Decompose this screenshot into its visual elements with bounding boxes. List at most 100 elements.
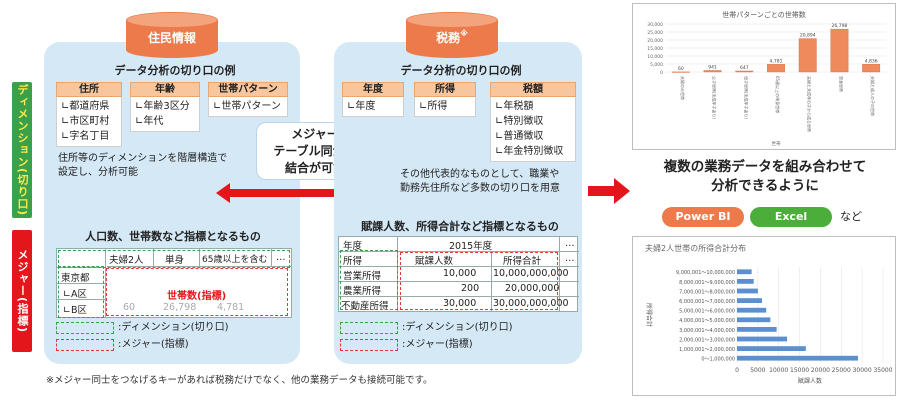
resident-measure-title: 人口数、世帯数など指標となるもの <box>85 230 261 243</box>
row-count: 10,000 <box>443 268 477 279</box>
resident-table: 夫婦2人 単身 65歳以上を含む … 東京都 ∟A区 ∟B区 世帯数(指標) 6… <box>56 248 292 318</box>
row-count: 200 <box>461 283 480 294</box>
tax-title-mark: ※ <box>460 29 468 38</box>
x-tick-label: 5000 <box>750 367 765 374</box>
resident-note: 住所等のディメンションを階層構造で 設定し、分析可能 <box>58 152 258 180</box>
bar <box>737 327 777 332</box>
dim-group-header: 住所 <box>56 82 122 97</box>
row-label: 営業所得 <box>343 271 382 282</box>
dim-item: ∟普通徴収 <box>495 131 544 142</box>
col-label: 賦課人数 <box>415 256 454 267</box>
note-line: 勤務先住所など多数の切り口を用意 <box>400 183 560 194</box>
bar <box>830 28 849 73</box>
x-axis-label: 世帯 <box>772 140 781 147</box>
y-tick-label: 2,000,001～3,000,000 <box>679 337 735 343</box>
y-tick-label: 3,000,001～4,000,000 <box>679 328 735 334</box>
b-value: 60 <box>123 302 136 313</box>
double-arrow <box>216 183 392 203</box>
tax-table: 年度 2015年度 … 所得 賦課人数 所得合計 … 営業所得 10,000 1… <box>338 236 579 312</box>
x-tick-label: 0 <box>735 367 739 374</box>
y-tick-label: 25,000 <box>647 30 663 36</box>
x-tick-label: 20000 <box>811 367 830 374</box>
y-tick-label: 9,000,001～10,000,000 <box>676 270 735 276</box>
headline-line: 複数の業務データを組み合わせて <box>663 159 867 175</box>
x-tick-label: 単身世帯 <box>838 76 844 92</box>
x-tick-label: 30000 <box>853 367 872 374</box>
headline-line: 分析できるように <box>711 178 819 194</box>
bar <box>737 298 763 303</box>
bar <box>737 269 752 275</box>
dim-item: ∟特別徴収 <box>495 116 544 127</box>
dim-group-taxamount: 税額 ∟年税額 ∟特別徴収 ∟普通徴収 ∟年金特別徴収 <box>490 82 576 162</box>
join-line: 結合が可能 <box>284 161 345 175</box>
x-tick-label: 35000 <box>873 367 892 374</box>
bar <box>737 336 788 342</box>
x-tick-label: 10000 <box>769 367 788 374</box>
footnote: ※メジャー同士をつなげるキーがあれば税務だけでなく、他の業務データも接続可能です… <box>46 375 433 386</box>
legend-mea-label: :メジャー(指標) <box>118 339 189 350</box>
row-total: 30,000,000,000 <box>493 298 569 309</box>
bar <box>737 288 758 294</box>
bar <box>862 64 881 73</box>
row-label: 不動産所得 <box>341 301 389 312</box>
tax-note: その他代表的なものとして、職業や 勤務先住所など多数の切り口を用意 <box>400 168 580 196</box>
bar <box>737 279 754 284</box>
legend-mea-swatch <box>56 339 114 351</box>
bar <box>737 346 806 351</box>
dim-item: ∟都道府県 <box>61 101 110 112</box>
dim-outline <box>58 266 104 318</box>
b-value: 26,798 <box>163 302 197 313</box>
x-tick-label: 65歳以上の単身世帯 <box>775 76 781 113</box>
y-tick-label: 8,000,001～9,000,000 <box>679 280 735 286</box>
chart-title: 世帯パターンごとの世帯数 <box>722 10 806 19</box>
y-axis-label: 所得合計 <box>645 303 653 327</box>
tools-suffix: など <box>840 210 862 223</box>
col-header: 夫婦2人 <box>109 255 144 266</box>
measure-sidebar: メジャー(指標) <box>12 230 32 352</box>
headline: 複数の業務データを組み合わせて 分析できるように <box>634 158 896 196</box>
bar <box>737 317 771 323</box>
bar <box>737 355 858 361</box>
dim-item: ∟市区町村 <box>61 116 110 127</box>
col-header: … <box>276 252 286 263</box>
x-tick-label: 夫婦と成人の子の世帯 <box>870 76 876 116</box>
y-tick-label: 5,000 <box>650 62 663 68</box>
year-value: 2015年度 <box>449 241 493 252</box>
data-label: 20,894 <box>800 33 816 39</box>
bar <box>671 71 690 73</box>
year-label: 年度 <box>343 241 363 252</box>
y-tick-label: 4,000,001～5,000,000 <box>679 318 735 324</box>
x-tick-label: 15000 <box>790 367 809 374</box>
dim-group-year: 年度 ∟年度 <box>342 82 404 117</box>
ellipsis: … <box>565 253 575 264</box>
y-tick-label: 30,000 <box>647 22 663 28</box>
y-tick-label: 10,000 <box>647 54 663 60</box>
dim-item: ∟年度 <box>347 101 376 112</box>
bar <box>767 64 785 73</box>
measure-sidebar-label: メジャー(指標) <box>16 248 29 334</box>
b-value: 4,781 <box>217 302 245 313</box>
legend-dim-swatch <box>56 322 114 334</box>
col-label: 所得 <box>343 256 363 267</box>
resident-section-title: データ分析の切り口の例 <box>114 64 236 77</box>
bar <box>735 70 754 73</box>
tax-measure-title: 賦課人数、所得合計など指標となるもの <box>361 220 559 233</box>
excel-badge: Excel <box>750 207 832 227</box>
data-label: 60 <box>678 66 684 72</box>
dim-item: ∟年金特別徴収 <box>495 146 564 157</box>
row-total: 20,000,000 <box>505 283 560 294</box>
row-count: 30,000 <box>443 298 477 309</box>
dimension-sidebar-label: ディメンション(切り口) <box>16 83 29 217</box>
dim-outline <box>58 250 290 268</box>
dim-group-income: 所得 ∟所得 <box>414 82 476 117</box>
x-tick-label: 夫婦のみ世帯 <box>680 76 686 100</box>
tax-section-title: データ分析の切り口の例 <box>400 64 522 77</box>
dim-group-address: 住所 ∟都道府県 ∟市区町村 ∟字名丁目 <box>56 82 122 147</box>
data-label: 4,781 <box>770 58 783 64</box>
y-tick-label: 5,000,001～6,000,000 <box>679 309 735 315</box>
powerbi-badge: Power BI <box>662 207 744 227</box>
legend-dim-label: :ディメンション(切り口) <box>118 322 229 333</box>
row-label: 東京都 <box>61 273 90 284</box>
tax-title-text: 税務 <box>436 31 461 45</box>
